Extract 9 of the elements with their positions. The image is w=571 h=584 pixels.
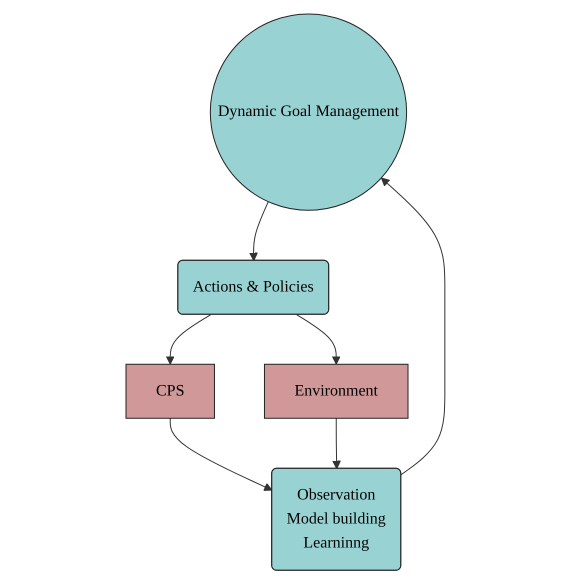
arrow (332, 418, 342, 470)
node-box: Environment (264, 364, 409, 419)
arrow (166, 314, 212, 365)
arrow (170, 418, 273, 491)
arrow (296, 314, 341, 365)
arrow (380, 177, 446, 475)
arrow (249, 201, 269, 262)
node-box: CPS (126, 364, 216, 419)
node-circle: Dynamic Goal Management (210, 13, 408, 211)
